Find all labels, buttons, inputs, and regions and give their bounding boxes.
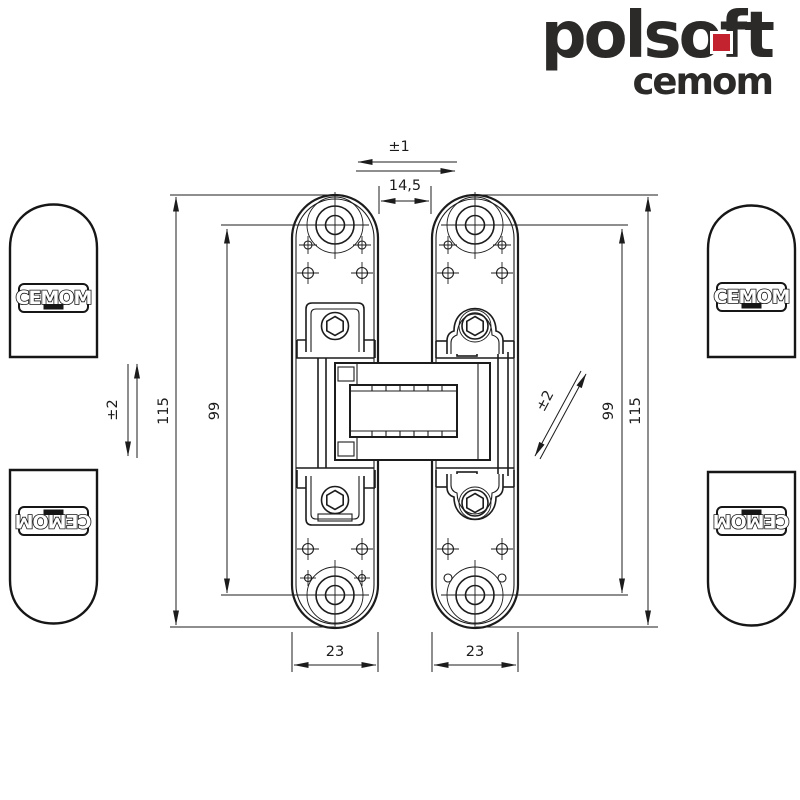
dimension-right-screw-spacing: 99 bbox=[601, 228, 625, 594]
left-plate-hex-bolts bbox=[296, 302, 376, 526]
dimension-vertical-adjustment: ±2 bbox=[105, 363, 140, 458]
cover-cap-top-left: CEMOM bbox=[8, 203, 99, 359]
cemom-cap-logo: CEMOM bbox=[16, 287, 92, 309]
right-plate-screw-holes bbox=[437, 236, 513, 583]
dimension-left-screw-spacing: 99 bbox=[207, 228, 230, 594]
dimension-horizontal-adjustment: ±1 bbox=[356, 139, 457, 174]
dimension-label-14-5: 14,5 bbox=[389, 178, 421, 194]
right-plate-hex-bolts bbox=[435, 307, 515, 521]
polsoft-red-square-icon bbox=[713, 34, 730, 51]
polsoft-logo-text: polsoft bbox=[540, 0, 775, 73]
dimension-depth-adjustment: ±2 bbox=[533, 370, 587, 460]
cover-cap-bottom-left: CEMOM bbox=[8, 468, 99, 625]
brand-block: polsoft cemom bbox=[541, 4, 775, 103]
cemom-cap-logo-flipped: CEMOM bbox=[713, 510, 789, 532]
dimension-label-115-left: 115 bbox=[156, 397, 172, 425]
dimension-right-overall-height: 115 bbox=[628, 196, 651, 626]
dimension-label-115-right: 115 bbox=[628, 397, 644, 425]
polsoft-logo: polsoft bbox=[541, 4, 775, 68]
dimension-label-99-right: 99 bbox=[601, 402, 617, 420]
dimension-left-overall-height: 115 bbox=[156, 196, 179, 626]
dimension-left-plate-width: 23 bbox=[293, 644, 377, 668]
cemom-cap-logo: CEMOM bbox=[714, 286, 790, 308]
dimension-gap-width: 14,5 bbox=[380, 178, 430, 204]
dimension-label-plus-minus-1: ±1 bbox=[388, 139, 409, 155]
linkage-arm-ticks bbox=[371, 385, 443, 437]
left-plate-screw-holes bbox=[297, 236, 373, 586]
cover-cap-top-right: CEMOM bbox=[706, 204, 797, 359]
dimension-label-99-left: 99 bbox=[207, 402, 223, 420]
center-linkage-mechanism bbox=[296, 339, 514, 489]
cover-cap-bottom-right: CEMOM bbox=[706, 470, 797, 627]
dimension-label-plus-minus-2-left: ±2 bbox=[105, 399, 121, 420]
dimension-label-23-left: 23 bbox=[326, 644, 344, 660]
reference-lines bbox=[170, 186, 658, 672]
dimension-right-plate-width: 23 bbox=[433, 644, 517, 668]
cemom-cap-logo-flipped: CEMOM bbox=[15, 510, 91, 532]
dimension-label-plus-minus-2-right: ±2 bbox=[533, 388, 557, 414]
dimension-label-23-right: 23 bbox=[466, 644, 484, 660]
cemom-logo-text: cemom bbox=[632, 60, 774, 103]
